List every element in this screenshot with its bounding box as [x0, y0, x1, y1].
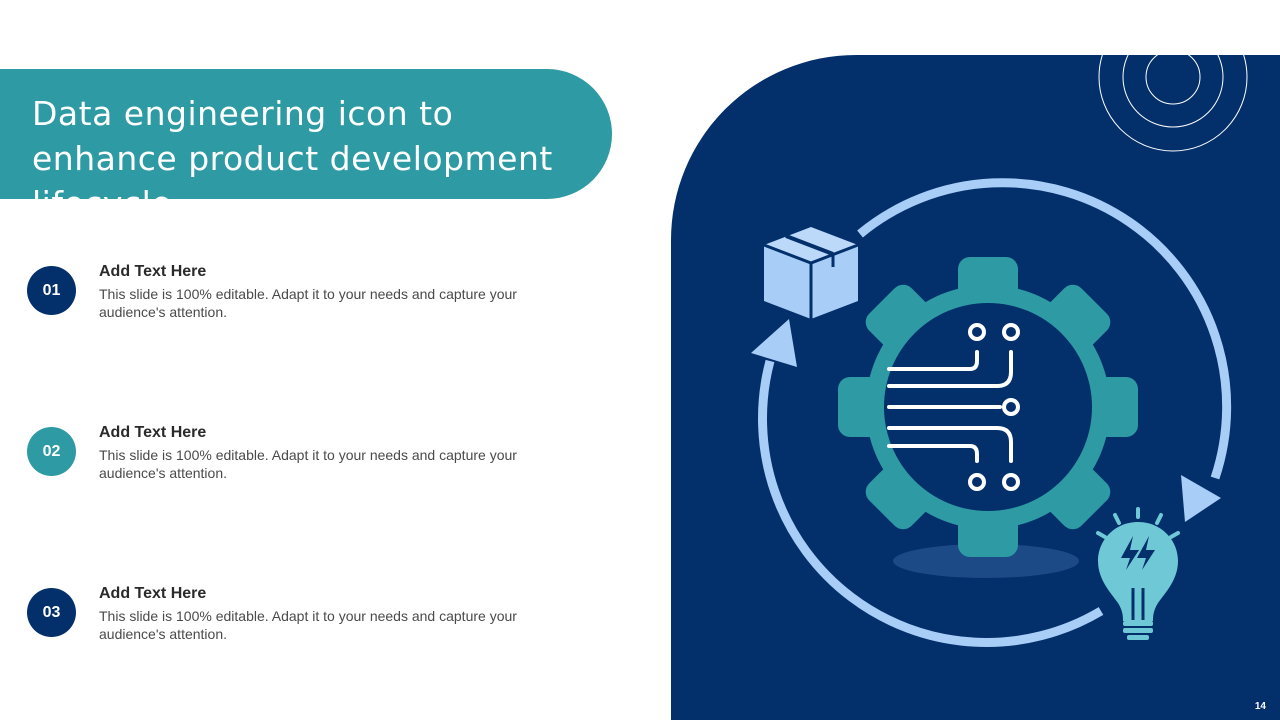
item-description: This slide is 100% editable. Adapt it to… — [99, 608, 517, 642]
item-heading: Add Text Here — [99, 263, 207, 280]
illustration-panel: 14 — [671, 55, 1280, 720]
slide-title: Data engineering icon to enhance product… — [32, 94, 553, 223]
lightbulb-icon — [1096, 507, 1180, 640]
number-badge: 03 — [27, 588, 76, 637]
item-heading: Add Text Here — [99, 585, 207, 602]
illustration — [751, 55, 1248, 647]
page-number: 14 — [1254, 701, 1266, 712]
item-description: This slide is 100% editable. Adapt it to… — [99, 447, 517, 481]
concentric-circles-icon — [1098, 55, 1248, 152]
item-heading: Add Text Here — [99, 424, 207, 441]
cycle-arrows-icon — [751, 178, 1232, 647]
number-badge: 02 — [27, 427, 76, 476]
list-item: 01 Add Text Here This slide is 100% edit… — [27, 263, 547, 336]
box-icon — [763, 227, 859, 319]
number-badge: 01 — [27, 266, 76, 315]
item-description: This slide is 100% editable. Adapt it to… — [99, 286, 517, 320]
list-item: 02 Add Text Here This slide is 100% edit… — [27, 424, 547, 497]
title-banner: Data engineering icon to enhance product… — [0, 69, 612, 223]
list-item: 03 Add Text Here This slide is 100% edit… — [27, 585, 547, 658]
gear-circuit-icon — [838, 257, 1138, 557]
gear-shadow — [893, 544, 1079, 578]
